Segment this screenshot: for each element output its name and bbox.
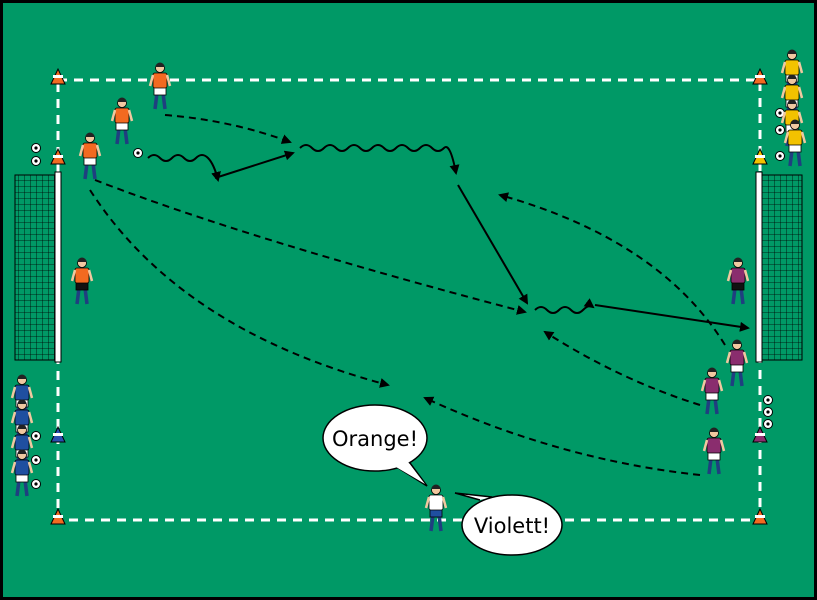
coach	[424, 484, 448, 532]
waiting-player	[10, 449, 34, 497]
callout-violet: Violett!	[474, 514, 550, 538]
pass-arrow	[214, 150, 295, 179]
orange-goalkeeper	[70, 257, 94, 305]
players	[10, 49, 807, 532]
callout-orange: Orange!	[332, 427, 418, 451]
speech-bubble-violet: Violett!	[454, 492, 563, 556]
run-arrow	[543, 330, 701, 406]
orange-player	[78, 132, 102, 180]
left-goal	[14, 171, 62, 363]
cones	[50, 67, 768, 525]
pass-arrow	[457, 184, 529, 305]
run-arrow	[89, 189, 390, 388]
right-goal	[755, 171, 803, 363]
orange-player	[148, 62, 172, 110]
violet-goalkeeper	[726, 257, 750, 305]
dribble-arrow	[299, 144, 460, 175]
waiting-player	[783, 119, 807, 167]
pass-arrow	[164, 114, 292, 144]
orange-player	[110, 97, 134, 145]
violet-player	[700, 367, 724, 415]
dribble-arrow	[534, 298, 595, 314]
violet-player	[725, 339, 749, 387]
pitch-surface	[3, 3, 814, 597]
speech-bubble-orange: Orange!	[322, 404, 428, 487]
movement-arrows	[89, 114, 750, 476]
dribble-arrow	[147, 154, 221, 182]
violet-player	[702, 427, 726, 475]
shot-arrow	[594, 304, 750, 332]
balls	[31, 108, 785, 489]
run-arrow	[94, 179, 527, 315]
